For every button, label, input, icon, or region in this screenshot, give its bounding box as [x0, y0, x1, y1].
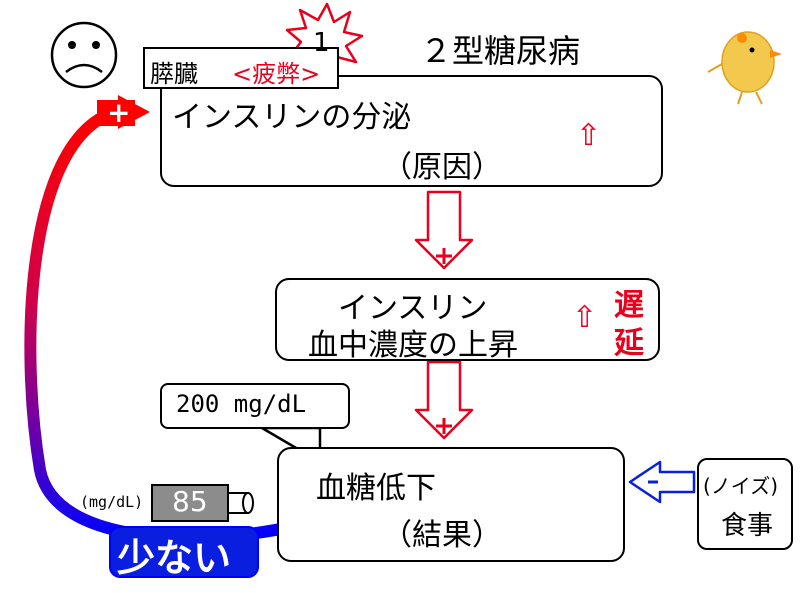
- few-label-bg: [109, 526, 259, 578]
- pancreas-status: <疲弊>: [232, 60, 321, 88]
- sad-face-icon: [50, 21, 118, 89]
- concentration-up-arrow: ⇧: [572, 300, 598, 335]
- few-label: 少ない: [117, 536, 232, 580]
- concentration-line1: インスリン: [338, 291, 488, 326]
- callout-text: 200 mg/dL: [176, 390, 307, 418]
- insulin-secretion-box: [160, 75, 663, 187]
- chick-icon: [707, 31, 782, 105]
- glucose-result: （結果）: [382, 518, 502, 553]
- insulin-concentration-box: [275, 278, 660, 361]
- meter-value: 85: [172, 485, 208, 518]
- delay-char-1: 遅: [614, 288, 644, 323]
- glucose-label: 血糖低下: [316, 471, 436, 506]
- starburst-number: 1: [313, 28, 330, 58]
- meter-unit: (mg/dL): [80, 493, 144, 511]
- meal-noise-label: (ノイズ): [703, 474, 779, 498]
- glucose-drop-box: [277, 447, 625, 562]
- left-arrow-icon: [628, 460, 696, 504]
- secretion-cause: （原因）: [382, 150, 502, 185]
- secretion-up-arrow: ⇧: [576, 118, 602, 153]
- plus-arrow-icon: [414, 190, 474, 270]
- page-title: ２型糖尿病: [420, 32, 581, 70]
- concentration-line2: 血中濃度の上昇: [308, 328, 518, 363]
- meal-label: 食事: [721, 511, 774, 541]
- secretion-label: インスリンの分泌: [172, 100, 412, 135]
- glucose-callout: [160, 383, 350, 429]
- meal-noise-box: [697, 458, 793, 550]
- meter-icon: [151, 484, 254, 522]
- pancreas-label: 膵臓: [150, 60, 198, 88]
- delay-char-2: 延: [614, 326, 644, 361]
- plus-arrow-icon-2: [414, 360, 474, 440]
- loop-plus-sign: +: [107, 96, 131, 129]
- pancreas-label-box: [143, 47, 339, 89]
- plus-sign-bg: [97, 100, 135, 126]
